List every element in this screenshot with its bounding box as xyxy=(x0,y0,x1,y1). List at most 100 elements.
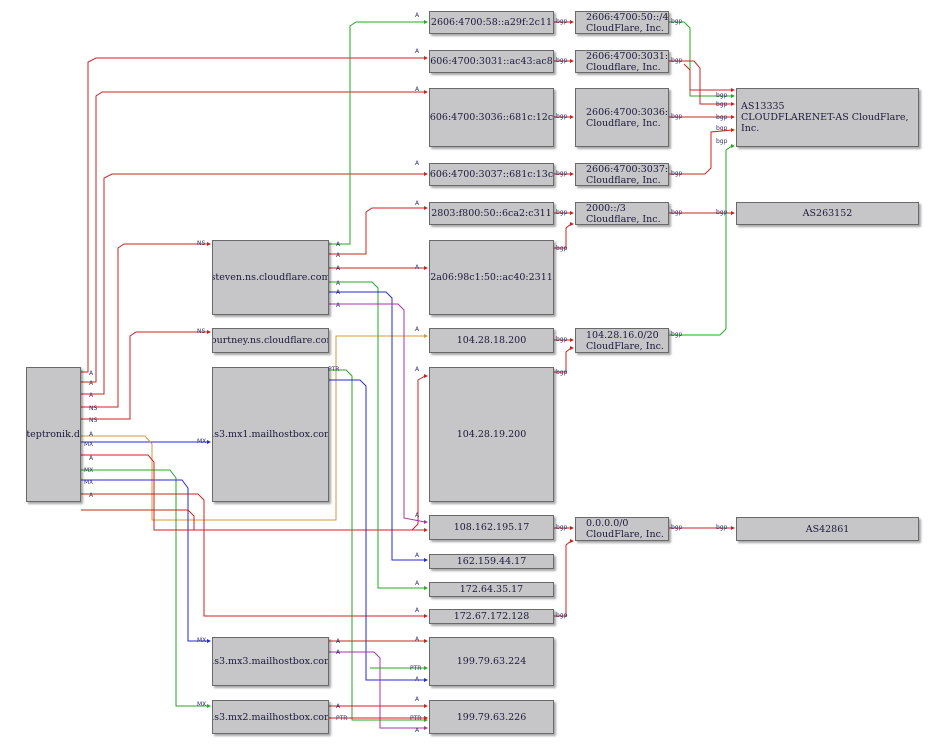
edge-steptronik-ac43-2-arrowhead xyxy=(424,172,428,176)
label-mx-mx3: MX xyxy=(197,637,207,644)
node-prefix-2606-4700-3031-48[interactable]: 2606:4700:3031::/48 Cloudflare, Inc. xyxy=(575,50,669,73)
node-ip6-6ca2[interactable]: 2803:f800:50::6ca2:c311 xyxy=(429,202,554,225)
edge-mx2-ptr2-arrowhead xyxy=(424,716,428,720)
node-as263152[interactable]: AS263152 xyxy=(736,202,919,225)
node-ip6-ac40[interactable]: 2a06:98c1:50::ac40:2311 xyxy=(429,240,554,315)
label-bgp-as2: bgp xyxy=(716,101,728,108)
edge-ip-104-19-pfx xyxy=(554,347,572,373)
edge-steven-162-label: A xyxy=(336,289,341,296)
node-mx2[interactable]: us3.mx2.mailhostbox.com xyxy=(212,700,329,734)
edge-pfx44-as xyxy=(669,21,732,97)
label-a-172-64: A xyxy=(415,580,420,587)
label-mx-mx1: MX xyxy=(197,438,207,445)
edge-pfx3031-as-arrowhead xyxy=(731,102,735,106)
edge-steptronik-ip6-ac43-1-arrowhead xyxy=(424,90,428,94)
label-a-ip6-a29f: A xyxy=(415,12,420,19)
node-prefix-104-28-16-0-20[interactable]: 104.28.16.0/20 CloudFlare, Inc. xyxy=(575,328,669,353)
node-mx1[interactable]: us3.mx1.mailhostbox.com xyxy=(212,367,329,502)
node-prefix-2000-3[interactable]: 2000::/3 Cloudflare, Inc. xyxy=(575,202,669,225)
edge-pfx2000-as-arrowhead xyxy=(731,211,735,215)
edge-steven-108-arrowhead xyxy=(424,586,428,590)
edge-pfx3037-as xyxy=(669,129,733,175)
edge-steptronik-r1-arrowhead xyxy=(424,528,428,532)
edge-steptronik-steven-arrowhead xyxy=(207,242,211,246)
edge-pfx3037-as-arrowhead xyxy=(731,128,735,132)
edge-ip-ac40-pfx xyxy=(554,223,572,249)
edge-pfx3031-as xyxy=(669,60,732,105)
label-a-ip6-681c12: A xyxy=(415,86,420,93)
edge-steven-p-arrowhead xyxy=(424,520,428,524)
edge-steven-6ca2-arrowhead xyxy=(424,206,428,210)
node-prefix-2606-4700-50-44[interactable]: 2606:4700:50::/44 CloudFlare, Inc. xyxy=(575,11,669,34)
node-ip-172-64-35-17[interactable]: 172.64.35.17 xyxy=(429,582,554,597)
label-ns-courtney: NS xyxy=(197,328,206,335)
label-bgp-as5: bgp xyxy=(716,138,728,145)
label-a-162: A xyxy=(415,552,420,559)
node-prefix-2606-4700-3037-48[interactable]: 2606:4700:3037::/48 Cloudflare, Inc. xyxy=(575,163,669,186)
node-ip6-681c13[interactable]: 2606:4700:3037::681c:13c8 xyxy=(429,163,554,186)
node-as13335[interactable]: AS13335 CLOUDFLARENET-AS CloudFlare, Inc… xyxy=(736,88,919,147)
edge-mx3-p-arrowhead xyxy=(424,726,428,730)
edge-pfx0-as-arrowhead xyxy=(731,526,735,530)
edge-steptronik-ip6-ac43-1-label: A xyxy=(89,380,94,387)
node-ip6-681c12[interactable]: 2606:4700:3036::681c:12c8 xyxy=(429,88,554,147)
edge-mx3-p-label: A xyxy=(336,649,341,656)
node-ip6-ac43[interactable]: 2606:4700:3031::ac43:ac80 xyxy=(429,50,554,73)
edge-steptronik-r2 xyxy=(81,493,425,617)
label-mx-mx2: MX xyxy=(197,701,207,708)
edge-steven-a29f-arrowhead xyxy=(424,20,428,24)
edge-steven-162-arrowhead xyxy=(424,558,428,562)
edge-steven-a29f-label: A xyxy=(336,241,341,248)
edge-steptronik-r3-arrowhead xyxy=(424,374,428,378)
node-ip-104-28-18-200[interactable]: 104.28.18.200 xyxy=(429,328,554,353)
node-steven[interactable]: steven.ns.cloudflare.com xyxy=(212,240,329,315)
edge-ip-681c13-pfx-arrowhead xyxy=(570,172,574,176)
label-a-172-67: A xyxy=(415,607,420,614)
edge-steptronik-ac43-2 xyxy=(81,173,425,395)
node-prefix-0-0-0-0-0[interactable]: 0.0.0.0/0 CloudFlare, Inc. xyxy=(575,517,669,541)
edge-ip-104-18-pfx-arrowhead xyxy=(570,338,574,342)
node-prefix-2606-4700-3036-48[interactable]: 2606:4700:3036::/48 Cloudflare, Inc. xyxy=(575,88,669,147)
edge-ip-6ca2-pfx-arrowhead xyxy=(570,211,574,215)
edge-ip-681c13-pfx-label: bgp xyxy=(556,170,568,177)
node-mx3[interactable]: us3.mx3.mailhostbox.com xyxy=(212,637,329,686)
node-ip-172-67-172-128[interactable]: 172.67.172.128 xyxy=(429,609,554,624)
edge-steptronik-ip6-a29f xyxy=(81,57,425,373)
label-bgp-as42861: bgp xyxy=(716,524,728,531)
edge-steptronik-ip6-a29f-arrowhead xyxy=(424,56,428,60)
node-ip-108-162-195-17[interactable]: 108.162.195.17 xyxy=(429,515,554,540)
edge-mx3-ptr-label: PTR xyxy=(410,665,422,672)
node-ip-199-79-63-226[interactable]: 199.79.63.226 xyxy=(429,700,554,734)
edge-steptronik-g-label: MX xyxy=(84,467,94,474)
label-a-104-18: A xyxy=(415,326,420,333)
edge-steven-p-label: A xyxy=(336,302,341,309)
edge-ip-104-19-pfx-arrowhead xyxy=(570,346,574,350)
edge-steptronik-r3 xyxy=(81,375,426,531)
edge-pfx44-as-arrowhead xyxy=(731,94,735,98)
node-ip-104-28-19-200[interactable]: 104.28.19.200 xyxy=(429,367,554,502)
edge-pfx2000-as-label: bgp xyxy=(671,209,683,216)
edge-steven-108-label: A xyxy=(336,280,341,287)
node-ip-199-79-63-224[interactable]: 199.79.63.224 xyxy=(429,637,554,686)
node-ip6-a29f[interactable]: 2606:4700:58::a29f:2c11 xyxy=(429,11,554,34)
edge-ip-172-67-pfx-label: bgp xyxy=(556,612,568,619)
node-steptronik[interactable]: steptronik.de xyxy=(26,367,81,502)
edge-pfx104-as-arrowhead xyxy=(731,144,735,148)
edge-ip-ac40-pfx-arrowhead xyxy=(570,222,574,226)
edge-ip-6ca2-pfx-label: bgp xyxy=(556,209,568,216)
edge-pfx44-as-label: bgp xyxy=(671,18,683,25)
edge-steven-108 xyxy=(329,281,425,589)
edge-steptronik-mx1-arrowhead xyxy=(207,440,211,444)
edge-steptronik-courtney-label: NS xyxy=(89,417,98,424)
edge-steven-162 xyxy=(329,291,425,561)
edge-mx3-ptr-arrowhead xyxy=(424,666,428,670)
edge-steptronik-r2-label: A xyxy=(89,492,94,499)
node-courtney[interactable]: courtney.ns.cloudflare.com xyxy=(212,328,329,353)
edge-steptronik-g xyxy=(81,469,208,707)
edge-ip-ac43-pfx-arrowhead xyxy=(570,59,574,63)
edge-mx2-ptr-label: PTR xyxy=(336,715,348,722)
node-ip-162-159-44-17[interactable]: 162.159.44.17 xyxy=(429,554,554,569)
node-as42861[interactable]: AS42861 xyxy=(736,517,919,541)
edge-ip-681c12-pfx-arrowhead xyxy=(570,115,574,119)
edge-steptronik-ac43-2-label: A xyxy=(89,392,94,399)
